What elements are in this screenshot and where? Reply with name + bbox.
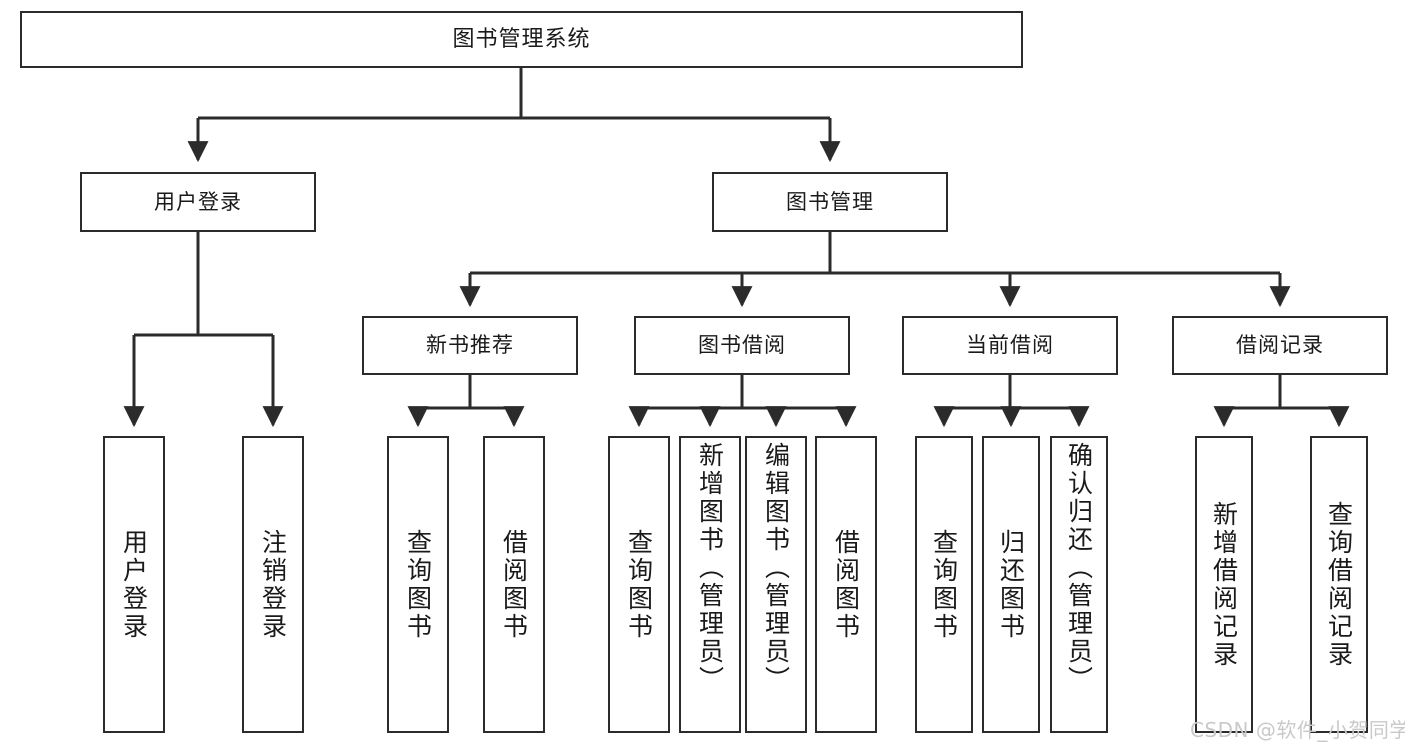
node-leaf-borrow-book-rec-label: 借阅图书 [499, 528, 529, 641]
node-leaf-borrow-book[interactable]: 借阅图书 [815, 436, 877, 733]
node-book-borrow[interactable]: 图书借阅 [634, 316, 850, 375]
node-leaf-user-login-label: 用户登录 [119, 528, 149, 641]
node-user-login[interactable]: 用户登录 [80, 172, 316, 232]
node-leaf-add-record[interactable]: 新增借阅记录 [1195, 436, 1253, 733]
node-user-login-label: 用户登录 [154, 189, 242, 214]
node-current-borrow-label: 当前借阅 [966, 333, 1054, 358]
node-leaf-user-logout-label: 注销登录 [258, 528, 288, 641]
node-leaf-query-book-rec-label: 查询图书 [403, 528, 433, 641]
node-book-borrow-label: 图书借阅 [698, 333, 786, 358]
node-leaf-return-book-label: 归还图书 [996, 528, 1026, 641]
node-root-label: 图书管理系统 [452, 26, 591, 52]
node-leaf-query-record-label: 查询借阅记录 [1324, 500, 1354, 669]
node-book-manage-label: 图书管理 [786, 189, 874, 214]
node-leaf-query-record[interactable]: 查询借阅记录 [1310, 436, 1368, 733]
node-leaf-add-record-label: 新增借阅记录 [1209, 500, 1239, 669]
node-new-book-rec[interactable]: 新书推荐 [362, 316, 578, 375]
node-leaf-add-book[interactable]: 新增图书（管理员） [679, 436, 741, 733]
node-leaf-query-book-cur[interactable]: 查询图书 [915, 436, 973, 733]
csdn-watermark: CSDN @软件_小贺同学 [1190, 718, 1405, 742]
node-leaf-edit-book-label: 编辑图书（管理员） [761, 442, 791, 694]
node-leaf-return-book[interactable]: 归还图书 [982, 436, 1040, 733]
node-book-manage[interactable]: 图书管理 [712, 172, 948, 232]
node-leaf-edit-book[interactable]: 编辑图书（管理员） [745, 436, 807, 733]
node-leaf-confirm-return-label: 确认归还（管理员） [1064, 442, 1094, 694]
node-leaf-query-book-rec[interactable]: 查询图书 [387, 436, 449, 733]
node-leaf-user-login[interactable]: 用户登录 [103, 436, 165, 733]
node-leaf-borrow-book-rec[interactable]: 借阅图书 [483, 436, 545, 733]
node-current-borrow[interactable]: 当前借阅 [902, 316, 1118, 375]
node-borrow-record[interactable]: 借阅记录 [1172, 316, 1388, 375]
node-leaf-query-book-cur-label: 查询图书 [929, 528, 959, 641]
node-leaf-borrow-book-label: 借阅图书 [831, 528, 861, 641]
node-leaf-user-logout[interactable]: 注销登录 [242, 436, 304, 733]
node-leaf-confirm-return[interactable]: 确认归还（管理员） [1050, 436, 1108, 733]
node-root[interactable]: 图书管理系统 [20, 11, 1023, 68]
node-borrow-record-label: 借阅记录 [1236, 333, 1324, 358]
node-leaf-query-book-borrow[interactable]: 查询图书 [608, 436, 670, 733]
node-leaf-add-book-label: 新增图书（管理员） [695, 442, 725, 694]
node-leaf-query-book-borrow-label: 查询图书 [624, 528, 654, 641]
node-new-book-rec-label: 新书推荐 [426, 333, 514, 358]
